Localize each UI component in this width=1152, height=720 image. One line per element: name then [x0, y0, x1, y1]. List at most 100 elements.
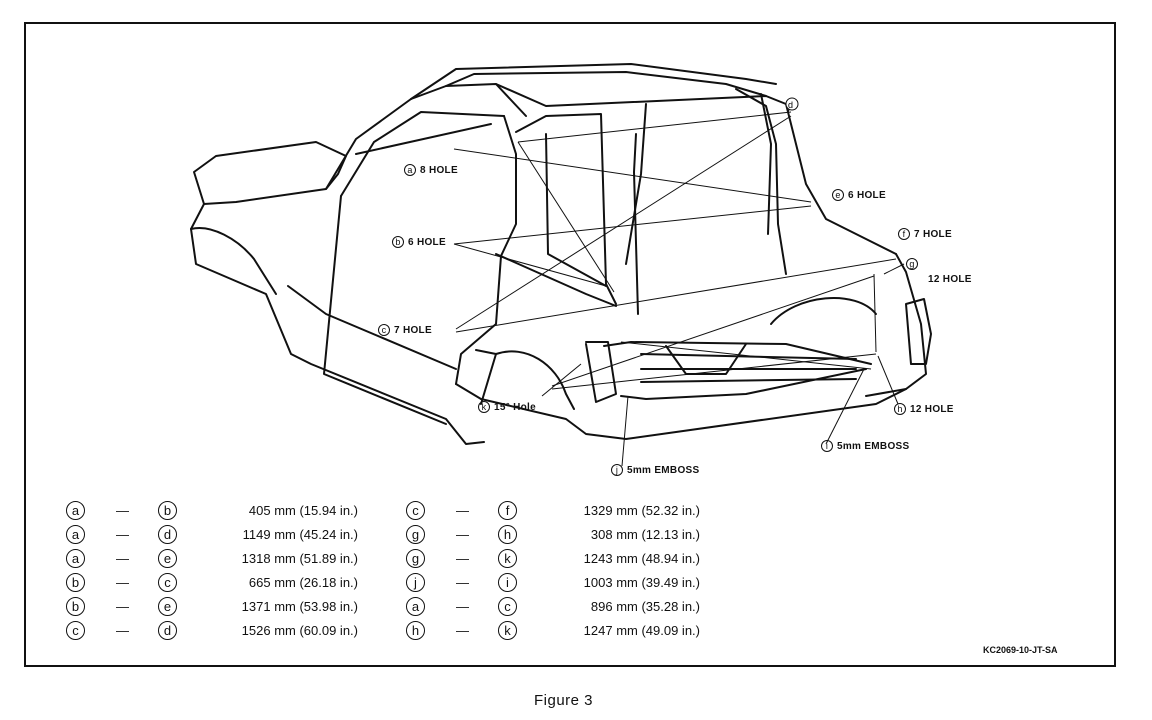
dimension-from: g [406, 524, 425, 544]
dimension-row: b — c 665 mm (26.18 in.) [66, 572, 358, 592]
dimension-from: c [66, 620, 85, 640]
dimension-from: c [406, 500, 425, 520]
label-i-marker: i [821, 440, 833, 452]
dimension-to: d [158, 620, 177, 640]
dimension-to: b [158, 500, 177, 520]
dimension-to: k [498, 548, 517, 568]
dimline-c-f [455, 258, 897, 333]
dimension-from: a [406, 596, 425, 616]
label-h-marker: h [894, 403, 906, 415]
dimline-b-c [453, 243, 607, 287]
dimension-dash: — [456, 526, 469, 542]
dimension-row: g — k 1243 mm (48.94 in.) [406, 548, 700, 568]
label-c-marker: c [378, 324, 390, 336]
dimension-row: a — e 1318 mm (51.89 in.) [66, 548, 358, 568]
label-f: f 7 HOLE [898, 228, 952, 240]
cab-back-edge [625, 103, 647, 265]
dimline-j-i [620, 341, 872, 370]
dimension-from: b [66, 596, 85, 616]
a-pillar-inner [340, 111, 505, 197]
windshield-sill [355, 123, 492, 155]
fender-crease [287, 285, 457, 370]
label-j: j 5mm EMBOSS [611, 464, 699, 476]
dimension-to: e [158, 596, 177, 616]
bed-floor-ribs [640, 353, 857, 383]
dimension-dash: — [456, 550, 469, 566]
dimension-value: 1149 mm (45.24 in.) [242, 526, 358, 542]
label-g: g 12 HOLE [906, 258, 972, 285]
dimension-to: d [158, 524, 177, 544]
point-d-marker [785, 97, 799, 111]
dimension-from: a [66, 548, 85, 568]
dimline-g-k [551, 275, 875, 387]
label-b-text: 6 HOLE [408, 236, 446, 248]
dimension-row: j — i 1003 mm (39.49 in.) [406, 572, 700, 592]
reference-code: KC2069-10-JT-SA [983, 645, 1058, 655]
label-e-marker: e [832, 189, 844, 201]
dimension-dash: — [116, 598, 129, 614]
label-c: c 7 HOLE [378, 324, 432, 336]
dimension-value: 1329 mm (52.32 in.) [583, 502, 700, 518]
bed-side-rear [865, 253, 927, 397]
label-a-text: 8 HOLE [420, 164, 458, 176]
label-h-text: 12 HOLE [910, 403, 954, 415]
dimension-to: e [158, 548, 177, 568]
dimension-dash: — [456, 622, 469, 638]
label-b: b 6 HOLE [392, 236, 446, 248]
label-f-marker: f [898, 228, 910, 240]
vehicle-body-drawing: d [190, 63, 932, 467]
point-d-letter: d [788, 100, 793, 110]
label-b-marker: b [392, 236, 404, 248]
tail-lamp [905, 298, 932, 365]
roof-inner-rail [445, 71, 767, 97]
dimension-dash: — [456, 502, 469, 518]
figure-frame: d a 8 HOLE b 6 HOLE c 7 HOLE e 6 HOLE f … [24, 22, 1116, 667]
dimension-row: a — b 405 mm (15.94 in.) [66, 500, 358, 520]
label-c-text: 7 HOLE [394, 324, 432, 336]
label-i-text: 5mm EMBOSS [837, 440, 910, 452]
label-k: k 15° Hole [478, 401, 536, 413]
dimension-row: a — c 896 mm (35.28 in.) [406, 596, 700, 616]
dimline-a-d [517, 111, 792, 143]
dimension-row: a — d 1149 mm (45.24 in.) [66, 524, 358, 544]
dimension-value: 896 mm (35.28 in.) [590, 598, 700, 614]
bed-floor-plate [665, 343, 747, 375]
leader-g [883, 263, 905, 275]
dimline-c-d [455, 115, 792, 330]
dimension-value: 1247 mm (49.09 in.) [583, 622, 700, 638]
label-k-marker: k [478, 401, 490, 413]
label-j-text: 5mm EMBOSS [627, 464, 700, 476]
leader-i [825, 368, 865, 445]
dimension-dash: — [116, 622, 129, 638]
dimline-b-e [453, 205, 812, 245]
leader-j [621, 395, 629, 467]
dimension-row: c — d 1526 mm (60.09 in.) [66, 620, 358, 640]
dimension-to: k [498, 620, 517, 640]
leader-k [541, 363, 582, 397]
label-e-text: 6 HOLE [848, 189, 886, 201]
rear-pillar-lower [475, 349, 497, 405]
dimension-from: j [406, 572, 425, 592]
dimension-dash: — [456, 598, 469, 614]
dimension-value: 1371 mm (53.98 in.) [241, 598, 358, 614]
label-f-text: 7 HOLE [914, 228, 952, 240]
rear-bulkhead [585, 341, 617, 403]
label-j-marker: j [611, 464, 623, 476]
roof-side-rail [495, 83, 787, 107]
bed-floor-front [603, 341, 872, 365]
dimension-value: 665 mm (26.18 in.) [248, 574, 358, 590]
rocker-panel [455, 383, 907, 440]
dimension-to: c [498, 596, 517, 616]
dimension-value: 308 mm (12.13 in.) [590, 526, 700, 542]
dimension-from: b [66, 572, 85, 592]
b-pillar [515, 113, 617, 305]
dimension-dash: — [116, 502, 129, 518]
label-a: a 8 HOLE [404, 164, 458, 176]
dimline-h-k [551, 353, 877, 390]
door-opening-front [323, 195, 447, 425]
dimension-dash: — [116, 574, 129, 590]
dimension-from: a [66, 500, 85, 520]
cab-back-post [633, 133, 639, 315]
door-opening-rear [455, 115, 517, 385]
dimension-to: h [498, 524, 517, 544]
